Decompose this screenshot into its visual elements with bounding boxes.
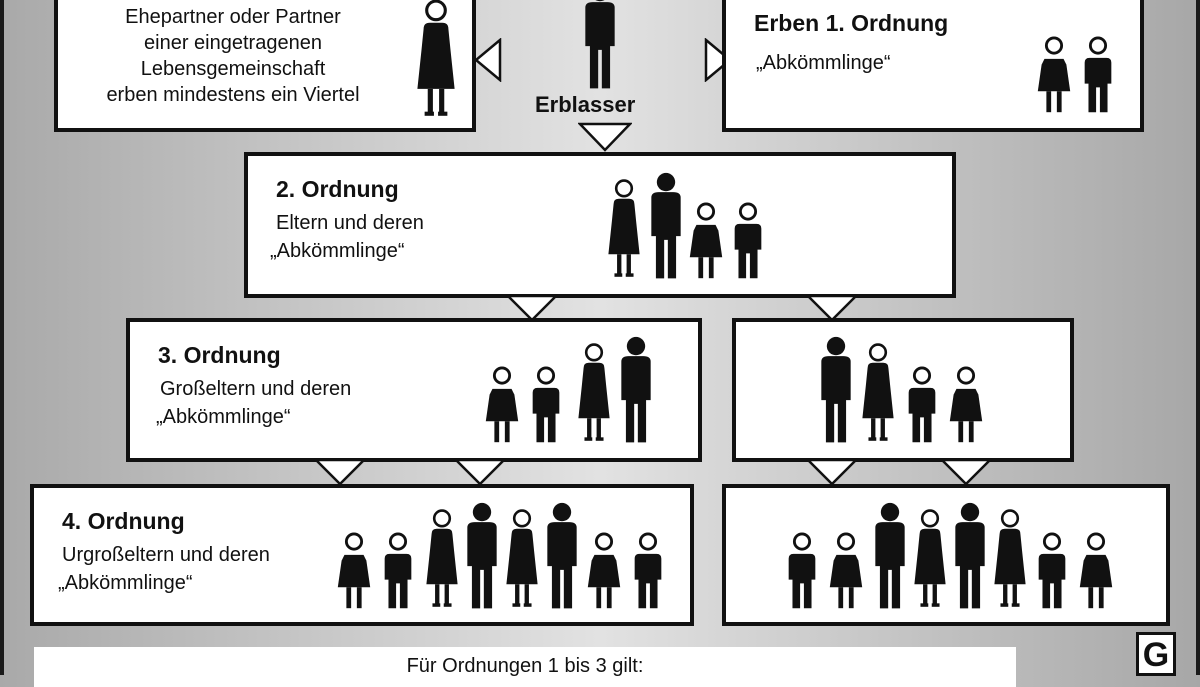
spouse-box: Ehepartner oder Partner einer eingetrage… (54, 0, 476, 132)
order4-right-man-2-figure (955, 502, 985, 609)
order4-left-woman-1-figure (426, 509, 458, 607)
order4-right-girl-1-figure (829, 532, 863, 609)
order3-right-man-figure (821, 336, 851, 443)
order4-left-man-1-figure (467, 502, 497, 609)
order4-right-girl-2-figure (1079, 532, 1113, 609)
order4-right-boy-2-figure (1038, 532, 1066, 609)
order3-right-woman-figure (862, 343, 894, 441)
order4-right-woman-1-figure (914, 509, 946, 607)
order4-right-woman-2-figure (994, 509, 1026, 607)
frame-left-border (0, 0, 4, 675)
order2-boy-figure (734, 202, 762, 279)
order3-title: 3. Ordnung (158, 342, 281, 368)
order3-left-woman-figure (578, 343, 610, 441)
order3-right-boy-figure (908, 366, 936, 443)
order3-line2: „Abkömmlinge“ (156, 406, 291, 428)
spouse-line-2: einer eingetragenen (144, 32, 322, 54)
spouse-text: Ehepartner oder Partner einer eingetrage… (60, 4, 406, 108)
spouse-line-3: Lebensgemeinschaft (140, 58, 326, 80)
arrow-to-order1 (704, 38, 732, 82)
order4-line1: Urgroßeltern und deren (62, 544, 270, 566)
spouse-woman-figure (417, 0, 455, 116)
footer-panel: Für Ordnungen 1 bis 3 gilt: (34, 647, 1016, 687)
order4-title: 4. Ordnung (62, 508, 185, 534)
arrow-order2-to-order3-right (806, 294, 858, 322)
order3-left-man-figure (621, 336, 651, 443)
order2-girl-figure (689, 202, 723, 279)
order2-line2: „Abkömmlinge“ (270, 240, 405, 262)
order1-subtitle: „Abkömmlinge“ (756, 52, 891, 74)
order4-left-boy-2-figure (634, 532, 662, 609)
order3-left-boy-figure (532, 366, 560, 443)
arrow-order3-to-order4-3 (806, 458, 858, 486)
order4-left-box: 4. Ordnung Urgroßeltern und deren „Abköm… (30, 484, 694, 626)
order4-left-girl-2-figure (587, 532, 621, 609)
order3-line1: Großeltern und deren (160, 378, 352, 400)
order4-left-girl-1-figure (337, 532, 371, 609)
order1-girl-figure (1037, 36, 1071, 113)
order2-box: 2. Ordnung Eltern und deren „Abkömmlinge… (244, 152, 956, 298)
order4-left-man-2-figure (547, 502, 577, 609)
arrow-erblasser-down (578, 122, 632, 152)
order2-mother-figure (608, 179, 640, 277)
spouse-line-1: Ehepartner oder Partner (125, 6, 341, 28)
order3-left-box: 3. Ordnung Großeltern und deren „Abkömml… (126, 318, 702, 462)
erblasser-figure (585, 0, 615, 89)
spouse-line-4: erben mindestens ein Viertel (106, 84, 360, 106)
arrow-to-spouse (474, 38, 502, 82)
order4-right-box (722, 484, 1170, 626)
order3-right-box (732, 318, 1074, 462)
order4-left-boy-1-figure (384, 532, 412, 609)
arrow-order2-to-order3-left (506, 294, 558, 322)
arrow-order3-to-order4-1 (314, 458, 366, 486)
logo-g-icon: G (1136, 632, 1176, 676)
arrow-order3-to-order4-4 (940, 458, 992, 486)
arrow-order3-to-order4-2 (454, 458, 506, 486)
order2-father-figure (651, 172, 681, 279)
order4-left-woman-2-figure (506, 509, 538, 607)
order3-left-girl-figure (485, 366, 519, 443)
order2-title: 2. Ordnung (276, 176, 399, 202)
order4-line2: „Abkömmlinge“ (58, 572, 193, 594)
frame-right-border (1196, 0, 1200, 675)
order4-right-man-1-figure (875, 502, 905, 609)
order3-right-girl-figure (949, 366, 983, 443)
order1-box: Erben 1. Ordnung „Abkömmlinge“ (722, 0, 1144, 132)
footer-text: Für Ordnungen 1 bis 3 gilt: (406, 655, 644, 677)
order4-right-boy-1-figure (788, 532, 816, 609)
order1-title: Erben 1. Ordnung (754, 10, 949, 36)
order1-boy-figure (1084, 36, 1112, 113)
erblasser-label: Erblasser (535, 92, 636, 117)
order2-line1: Eltern und deren (276, 212, 424, 234)
